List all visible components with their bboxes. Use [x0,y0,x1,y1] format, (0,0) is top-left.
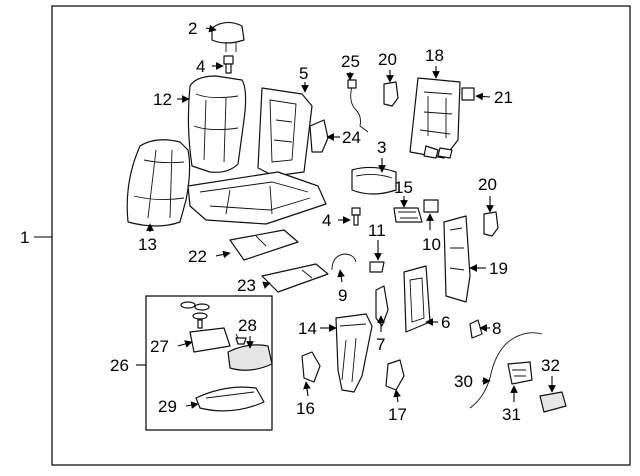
part-side-panel [443,215,471,303]
part-bracket-16 [301,351,321,383]
leader-2 [205,24,217,33]
leader-16 [303,381,311,397]
part-bracket-20-top [383,81,399,107]
leader-23 [262,281,271,289]
part-bracket-24 [309,119,329,153]
part-release-handle [507,361,533,385]
callout-18: 18 [425,46,444,65]
part-clip-11 [369,261,385,273]
callout-1: 1 [20,228,29,247]
callout-14: 14 [298,319,317,338]
part-armrest-base [189,327,231,353]
part-wire-harness [347,79,369,133]
part-seatback-cover-lower [126,139,191,227]
callout-12: 12 [153,90,172,109]
callout-2: 2 [188,19,197,38]
callout-20a: 20 [378,50,397,69]
part-headrest [211,21,245,52]
callout-30: 30 [454,372,473,391]
callout-27: 27 [150,337,169,356]
part-bracket-20-right [483,211,499,237]
callout-17: 17 [388,405,407,424]
part-armrest-tray [195,386,265,412]
leader-21 [475,92,491,101]
part-seat-frame [187,87,327,225]
callout-11: 11 [368,221,386,240]
callout-25: 25 [341,52,360,71]
callout-10: 10 [422,235,441,254]
callout-19: 19 [489,259,508,278]
callout-9: 9 [338,286,347,305]
part-pad-23 [261,263,329,293]
part-side-trim [335,313,373,393]
callout-8: 8 [492,319,501,338]
part-armrest-cushion [351,166,397,195]
callout-4b: 4 [322,211,331,230]
callout-13: 13 [138,235,157,254]
leader-17 [393,389,401,403]
part-cup-holder [393,207,423,223]
callout-16: 16 [296,399,315,418]
part-bracket-17 [385,359,405,391]
leader-29 [185,401,199,409]
part-insert-10 [423,199,439,213]
part-pad-22 [229,229,299,261]
part-bracket-8 [469,319,483,339]
part-screw-28 [235,333,247,345]
callout-4a: 4 [196,57,205,76]
callout-31: 31 [502,405,521,424]
callout-24: 24 [342,128,361,147]
callout-21: 21 [494,88,513,107]
diagram-frame [51,5,631,466]
part-handle-bezel [539,391,567,413]
callout-6: 6 [441,313,450,332]
callout-15: 15 [394,178,413,197]
part-subassembly-clips [180,301,210,329]
part-headrest-guide-mid [351,207,361,226]
part-armrest-lid [227,344,273,371]
part-release-cable [469,332,543,409]
part-rod-9 [331,253,357,271]
callout-3: 3 [377,138,386,157]
callout-29: 29 [158,397,177,416]
callout-22: 22 [188,247,207,266]
callout-7: 7 [376,335,385,354]
leader-22 [215,250,231,259]
leader-9 [337,269,345,283]
callout-28: 28 [238,316,257,335]
part-seatback-cover-upper [187,75,247,173]
callout-20b: 20 [478,175,497,194]
callout-26: 26 [110,356,129,375]
part-hinge-7 [375,285,389,327]
callout-32: 32 [541,356,560,375]
part-headrest-guide-top [223,55,234,74]
callout-5: 5 [299,64,308,83]
part-clip-21 [461,87,475,101]
leader-27 [177,340,193,348]
callout-23: 23 [237,276,256,295]
part-back-panel [409,77,461,159]
